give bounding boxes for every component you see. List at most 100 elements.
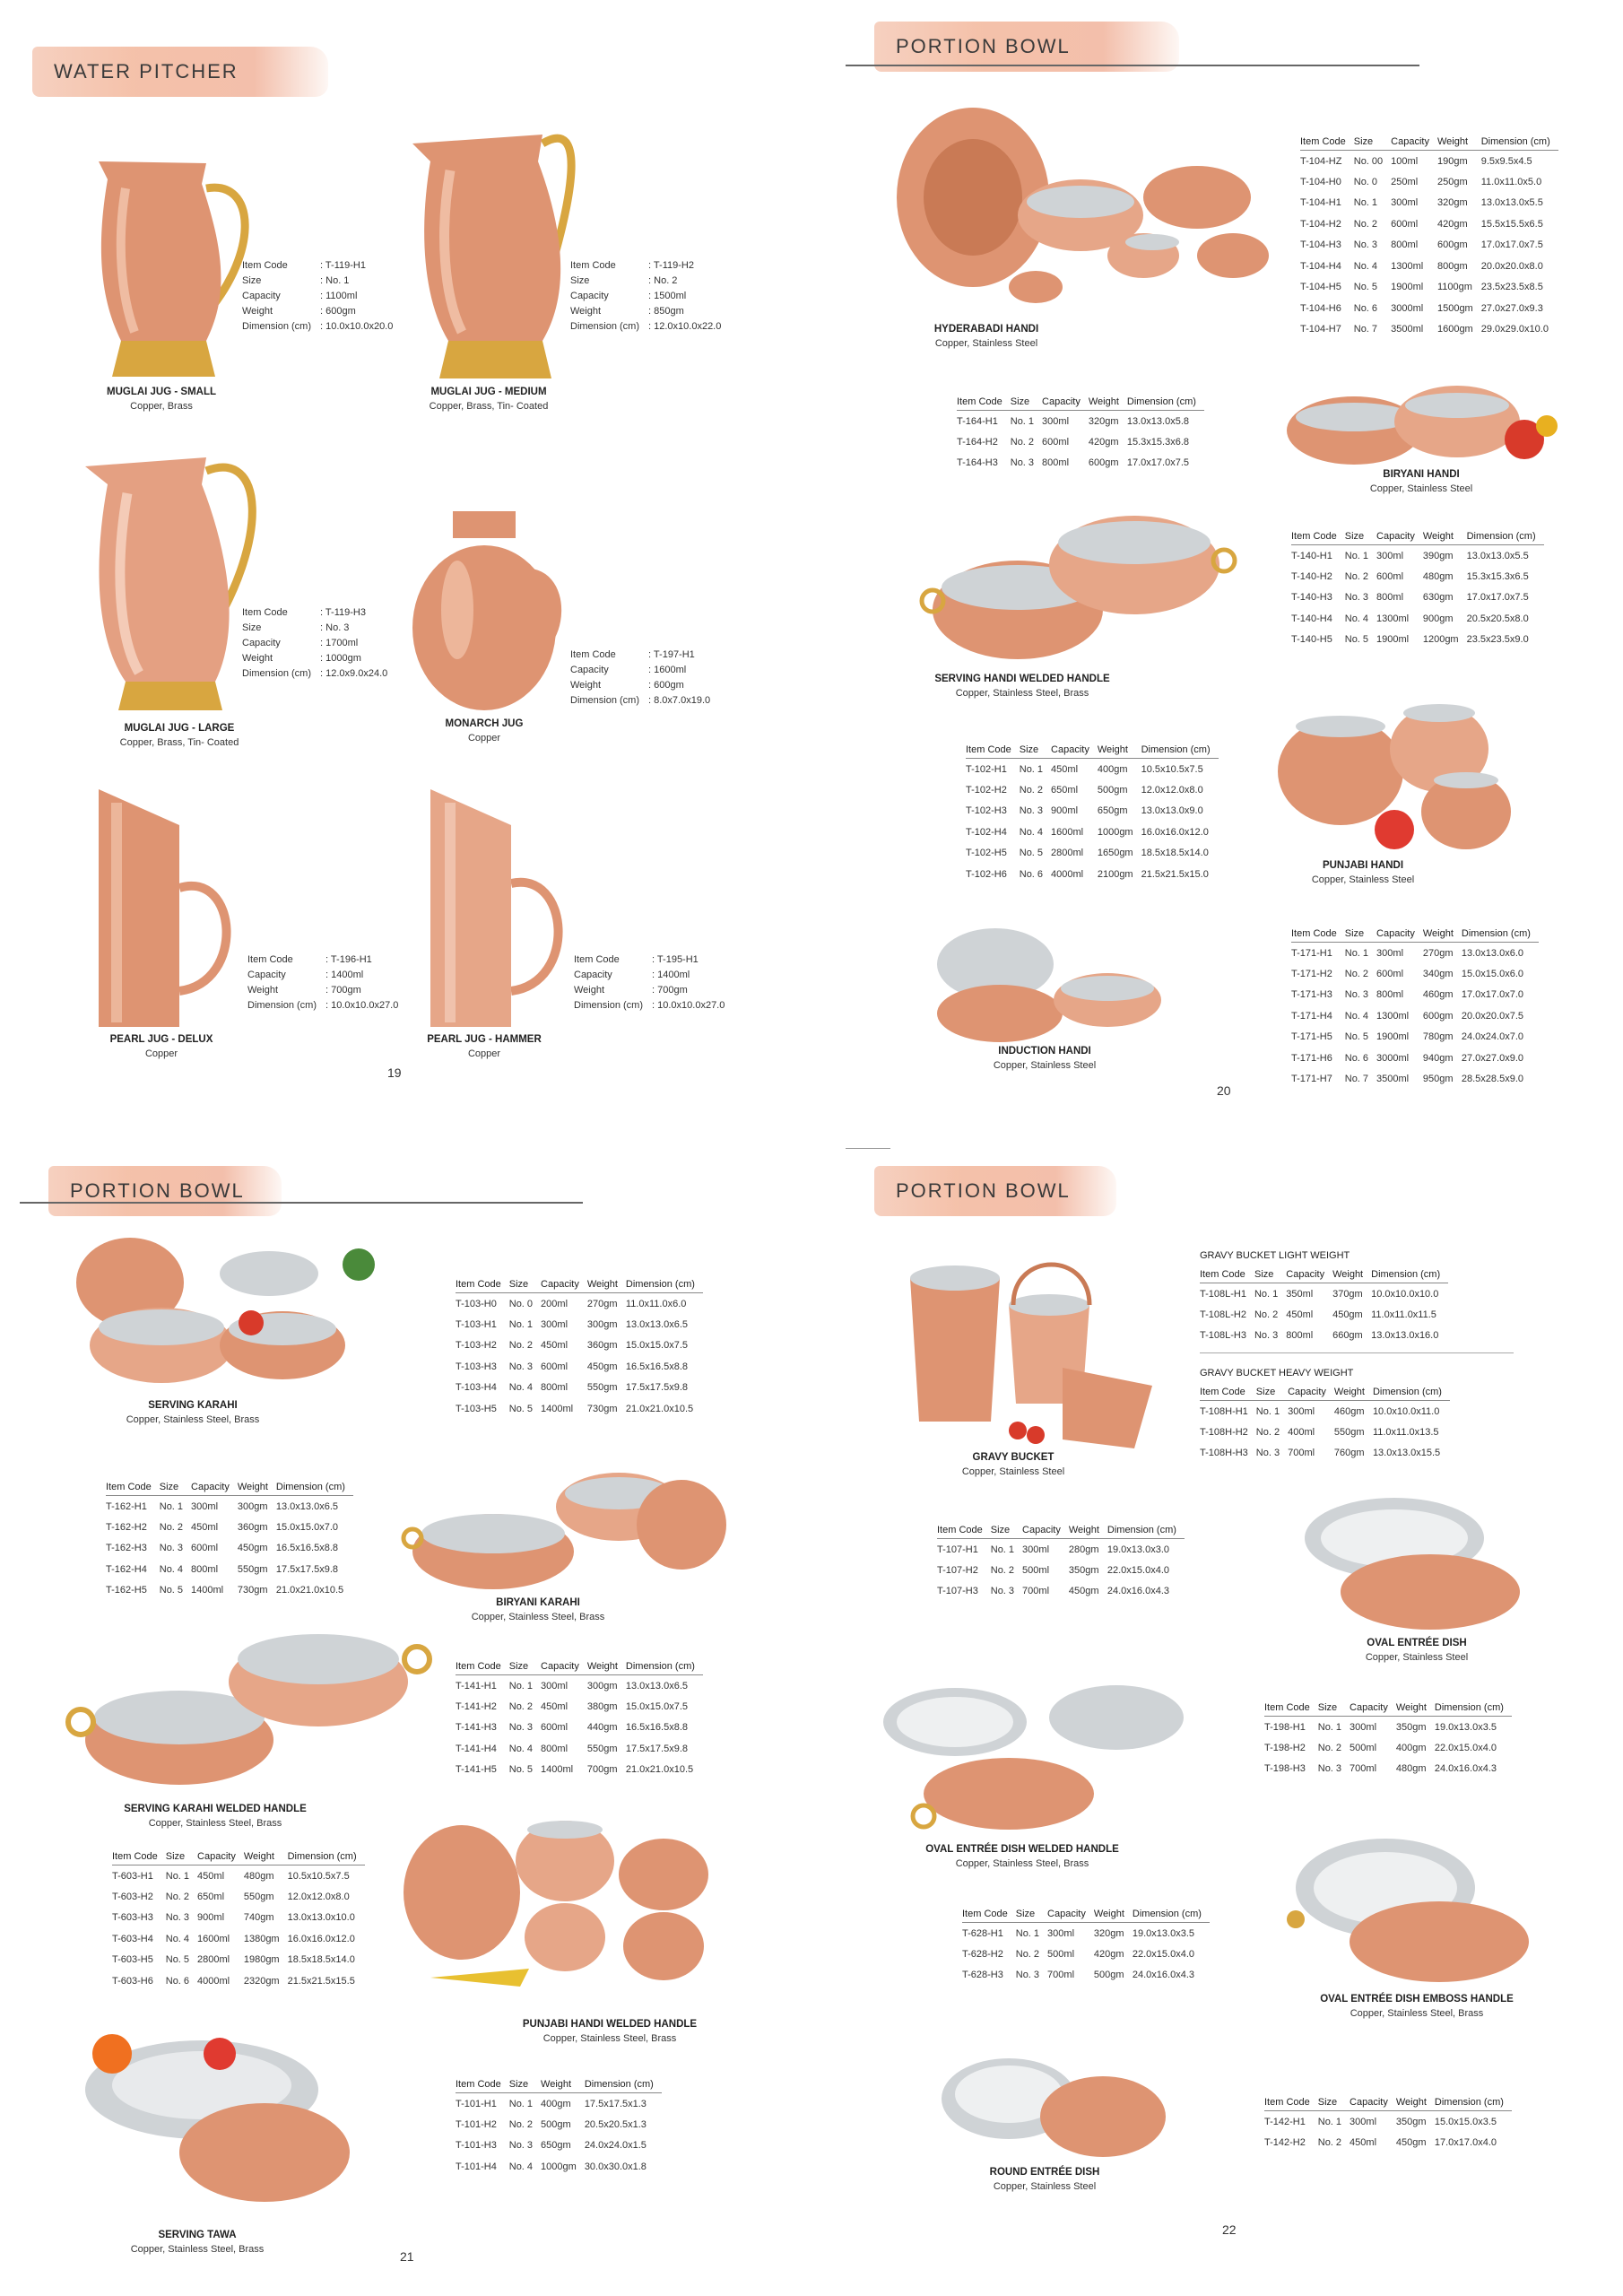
table-cell: 2320gm [243,1975,280,1987]
table-cell: 800ml [541,1743,568,1754]
table-cell: 1600gm [1436,324,1473,335]
table-cell: No. 4 [165,1933,190,1944]
table-cell: 350gm [1068,1564,1099,1576]
spec-value: : 8.0x7.0x19.0 [648,695,711,706]
spec-value: : 700gm [652,985,688,996]
table-cell: 800ml [1376,989,1404,1001]
table-cell: 13.0x13.0x5.8 [1126,415,1190,427]
table-cell: 13.0x13.0x10.0 [287,1912,355,1924]
column-header: Size [1019,744,1052,759]
column-header: Dimension (cm) [1371,1269,1449,1283]
spec-label: Weight [247,985,279,996]
table-cell: No. 2 [1353,218,1378,230]
table-cell: 950gm [1422,1074,1454,1085]
serving-karahi-photo [76,1238,375,1383]
table-cell: T-108L-H3 [1200,1330,1246,1342]
spec-row: Capacity: 1100ml [242,289,393,304]
column-header: Dimension (cm) [1461,928,1539,943]
table-cell: T-101-H3 [456,2140,497,2152]
table-cell: 3500ml [1376,1074,1410,1085]
table-cell: 450ml [1051,763,1079,775]
column-header: Size [165,1851,198,1866]
column-header: Capacity [1022,1525,1069,1539]
table-cell: No. 1 [1344,550,1369,561]
table-cell: 1300ml [1376,613,1410,624]
table-cell: No. 5 [1019,848,1044,859]
table-cell: 30.0x30.0x1.8 [584,2161,647,2172]
table-cell: 2100gm [1097,868,1133,880]
table-cell: No. 6 [1019,868,1044,880]
column-header: Weight [1422,928,1462,943]
muglai-jug-small-photo [99,161,249,377]
table-cell: 300ml [1047,1927,1075,1939]
table-cell: T-171-H6 [1291,1052,1332,1064]
table-cell: T-141-H4 [456,1743,497,1754]
table-cell: 3000ml [1376,1052,1410,1064]
hyderabadi-handi-photo [897,108,1269,303]
table-cell: T-164-H1 [957,415,998,427]
table-cell: 600ml [541,1722,568,1734]
table-cell: T-141-H1 [456,1680,497,1692]
table-cell: T-164-H2 [957,436,998,448]
spec-row: Item Code: T-195-H1 [574,952,725,968]
table-cell: T-103-H1 [456,1318,497,1330]
table-cell: No. 3 [1255,1448,1280,1459]
table-cell: T-140-H4 [1291,613,1332,624]
table-cell: T-107-H1 [937,1544,978,1555]
table-cell: 16.5x16.5x8.8 [275,1543,339,1554]
table-cell: No. 7 [1353,324,1378,335]
table-cell: 600ml [1042,436,1070,448]
table-cell: 15.3x15.3x6.5 [1466,570,1529,582]
table-cell: 730gm [586,1403,618,1414]
column-header: Capacity [1391,136,1437,151]
spec-label: Size [570,275,590,286]
table-cell: 20.5x20.5x1.3 [584,2118,647,2130]
table-cell: 450gm [1332,1309,1363,1320]
spec-value: : 700gm [325,985,361,996]
table-cell: 1650gm [1097,848,1133,859]
column-header: Weight [1093,1909,1133,1923]
table-cell: 15.3x15.3x6.8 [1126,436,1190,448]
table-cell: 450ml [1350,2136,1377,2148]
table-cell: 390gm [1422,550,1454,561]
table-cell: 940gm [1422,1052,1454,1064]
column-header: Size [1344,531,1377,545]
monarch-jug-photo [412,511,562,710]
column-header: Item Code [1300,136,1354,151]
spec-value: : T-197-H1 [648,649,695,660]
table-cell: 500ml [1047,1948,1075,1960]
table-cell: No. 1 [1344,947,1369,959]
table-cell: T-162-H4 [106,1563,147,1575]
table-cell: No. 3 [159,1543,184,1554]
table-cell: No. 1 [1317,1721,1342,1733]
table-cell: 13.0x13.0x6.0 [1461,947,1524,959]
table-cell: 1000gm [1097,826,1133,838]
table-cell: 400gm [541,2098,571,2109]
table-cell: 900ml [197,1912,225,1924]
product-name: BIRYANI KARAHI [496,1597,580,1608]
spec-label: Weight [570,306,602,317]
table-cell: 2800ml [1051,848,1084,859]
table-cell: No. 3 [1010,457,1035,469]
table-cell: 300gm [237,1500,268,1512]
table-cell: 1000gm [541,2161,577,2172]
table-cell: 24.0x16.0x4.3 [1107,1586,1170,1597]
table-cell: 28.5x28.5x9.0 [1461,1074,1524,1085]
table-cell: T-108H-H1 [1200,1405,1248,1417]
column-header: Item Code [1200,1387,1256,1401]
table-cell: No. 2 [159,1521,184,1533]
